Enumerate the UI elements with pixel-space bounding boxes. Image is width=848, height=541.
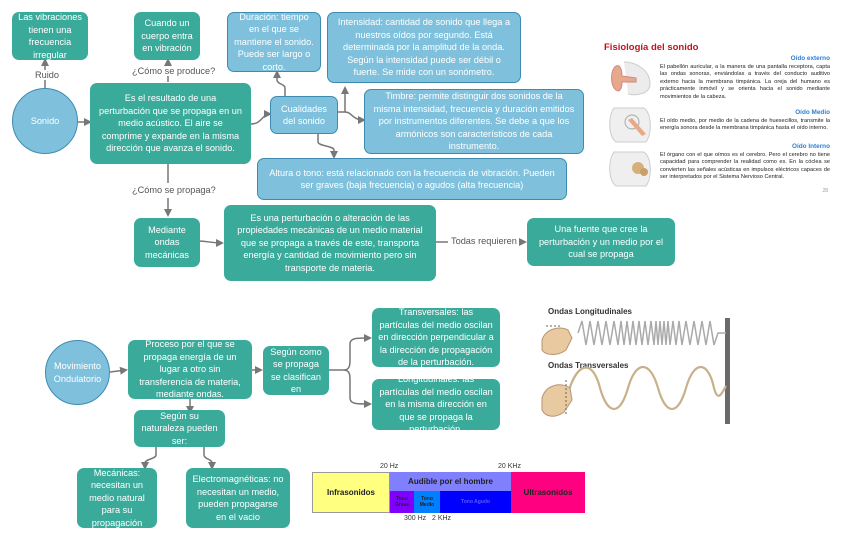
- ruido-description-text: Las vibraciones tienen una frecuencia ir…: [18, 12, 82, 60]
- connector-duracion: [273, 70, 286, 96]
- transversales-text: Transversales: las partículas del medio …: [378, 307, 494, 368]
- longitudinales-box[interactable]: Longitudinales: las partículas del medio…: [372, 374, 500, 434]
- movimiento-ondulatorio-node[interactable]: Movimiento Ondulatorio: [45, 340, 110, 405]
- tono-grave-segment: Tono Grave: [390, 491, 414, 513]
- sonido-text: Sonido: [30, 115, 60, 126]
- how-produced-label: ¿Cómo se produce?: [130, 66, 218, 76]
- rope: [566, 366, 727, 410]
- mecanicas-box[interactable]: Mecánicas: necesitan un medio natural pa…: [77, 468, 157, 528]
- middle-ear-illustration: [609, 107, 651, 143]
- altura-text: Altura o tono: está relacionado con la f…: [269, 167, 555, 191]
- connector-perturbacion: [197, 238, 224, 247]
- sound-definition-text: Es el resultado de una perturbación que …: [98, 93, 243, 154]
- label-2khz: 2 KHz: [432, 515, 452, 522]
- transversal-waves-label: Ondas Transversales: [548, 361, 629, 370]
- longitudinal-waves-label: Ondas Longitudinales: [548, 307, 633, 316]
- spring: [577, 320, 726, 346]
- segun-como-box[interactable]: Según como se propaga se clasifican en: [263, 346, 329, 395]
- segun-naturaleza-box[interactable]: Según su naturaleza pueden ser:: [134, 410, 225, 447]
- produce-box[interactable]: Cuando un cuerpo entra en vibración: [134, 12, 200, 60]
- connector-transversales: [343, 334, 372, 371]
- inner-ear-illustration: [609, 151, 651, 187]
- cualidades-text: Cualidades del sonido: [281, 103, 327, 127]
- segun-naturaleza-text: Según su naturaleza pueden ser:: [141, 410, 218, 446]
- fuente-medio-text: Una fuente que cree la perturbación y un…: [538, 224, 664, 260]
- how-propagates-label: ¿Cómo se propaga?: [130, 185, 218, 195]
- altura-box[interactable]: Altura o tono: está relacionado con la f…: [257, 158, 567, 200]
- connector-cualidades: [250, 110, 272, 125]
- waves-drawing: [541, 318, 730, 424]
- physiology-title: Fisiología del sonido: [604, 42, 699, 53]
- mecanicas-text: Mecánicas: necesitan un medio natural pa…: [89, 467, 145, 528]
- waves-illustration: Ondas Longitudinales Ondas Transversales: [538, 298, 736, 424]
- connector-longitudinales: [343, 369, 372, 408]
- connector-movimiento: [109, 366, 128, 375]
- proceso-box[interactable]: Proceso por el que se propaga energía de…: [128, 339, 252, 400]
- infrasonidos-segment: Infrasonidos: [312, 472, 390, 513]
- connector-altura: [317, 132, 338, 159]
- outer-ear-illustration: [611, 61, 651, 96]
- timbre-text: Timbre: permite distinguir dos sonidos d…: [373, 91, 575, 152]
- intensidad-box[interactable]: Intensidad: cantidad de sonido que llega…: [327, 12, 521, 83]
- cualidades-box[interactable]: Cualidades del sonido: [270, 96, 338, 134]
- hand-top-icon: [541, 327, 573, 355]
- ruido-description-box[interactable]: Las vibraciones tienen una frecuencia ir…: [12, 12, 88, 60]
- electromagneticas-box[interactable]: Electromagnéticas: no necesitan un medio…: [186, 468, 290, 528]
- movimiento-ondulatorio-text: Movimiento Ondulatorio: [53, 361, 102, 384]
- hand-bottom-icon: [541, 384, 573, 417]
- ondas-mecanicas-text: Mediante ondas mecánicas: [145, 224, 189, 260]
- todas-requieren-label: Todas requieren: [449, 236, 519, 246]
- sonido-node[interactable]: Sonido: [12, 88, 78, 154]
- proceso-text: Proceso por el que se propaga energía de…: [139, 339, 241, 400]
- perturbacion-text: Es una perturbación o alteración de las …: [237, 212, 423, 273]
- produce-text: Cuando un cuerpo entra en vibración: [141, 18, 193, 54]
- ultrasonidos-segment: Ultrasonidos: [511, 472, 585, 513]
- label-20hz: 20 Hz: [380, 463, 399, 470]
- label-20khz: 20 KHz: [498, 463, 521, 470]
- audible-segment: Audible por el hombre: [390, 472, 511, 491]
- ondas-mecanicas-box[interactable]: Mediante ondas mecánicas: [134, 218, 200, 267]
- transversales-box[interactable]: Transversales: las partículas del medio …: [372, 307, 500, 368]
- middle-ear-text: El oído medio, por medio de la cadena de…: [660, 118, 830, 132]
- page-number: 28: [822, 188, 828, 194]
- connector-intensidad: [338, 86, 349, 113]
- outer-ear-text: El pabellón auricular, a la manera de un…: [660, 64, 830, 100]
- inner-ear-text: El órgano con el que oímos es el cerebro…: [660, 152, 830, 181]
- connector-electro: [203, 447, 216, 470]
- duracion-text: Duración: tiempo en el que se mantiene e…: [234, 11, 314, 72]
- connector-timbre: [344, 111, 366, 124]
- inner-ear-heading: Oído Interno: [792, 143, 830, 150]
- segun-como-text: Según como se propaga se clasifican en: [270, 346, 322, 395]
- timbre-box[interactable]: Timbre: permite distinguir dos sonidos d…: [364, 89, 584, 154]
- tono-medio-segment: Tono Medio: [414, 491, 440, 513]
- physiology-panel: Fisiología del sonido Oído externo El pa…: [598, 38, 834, 198]
- outer-ear-heading: Oído externo: [790, 55, 830, 62]
- longitudinales-text: Longitudinales: las partículas del medio…: [379, 374, 493, 435]
- tono-agudo-segment: Tono Agudo: [440, 491, 511, 513]
- middle-ear-heading: Oído Medio: [795, 109, 830, 116]
- electromagneticas-text: Electromagnéticas: no necesitan un medio…: [192, 474, 284, 522]
- wall: [725, 318, 730, 424]
- connector-mecanicas: [141, 447, 157, 470]
- ruido-label: Ruido: [33, 70, 62, 80]
- intensidad-text: Intensidad: cantidad de sonido que llega…: [337, 17, 511, 78]
- duracion-box[interactable]: Duración: tiempo en el que se mantiene e…: [227, 12, 321, 72]
- label-300hz: 300 Hz: [404, 515, 427, 522]
- sound-definition-box[interactable]: Es el resultado de una perturbación que …: [90, 83, 251, 164]
- perturbacion-box[interactable]: Es una perturbación o alteración de las …: [224, 205, 436, 281]
- fuente-medio-box[interactable]: Una fuente que cree la perturbación y un…: [527, 218, 675, 266]
